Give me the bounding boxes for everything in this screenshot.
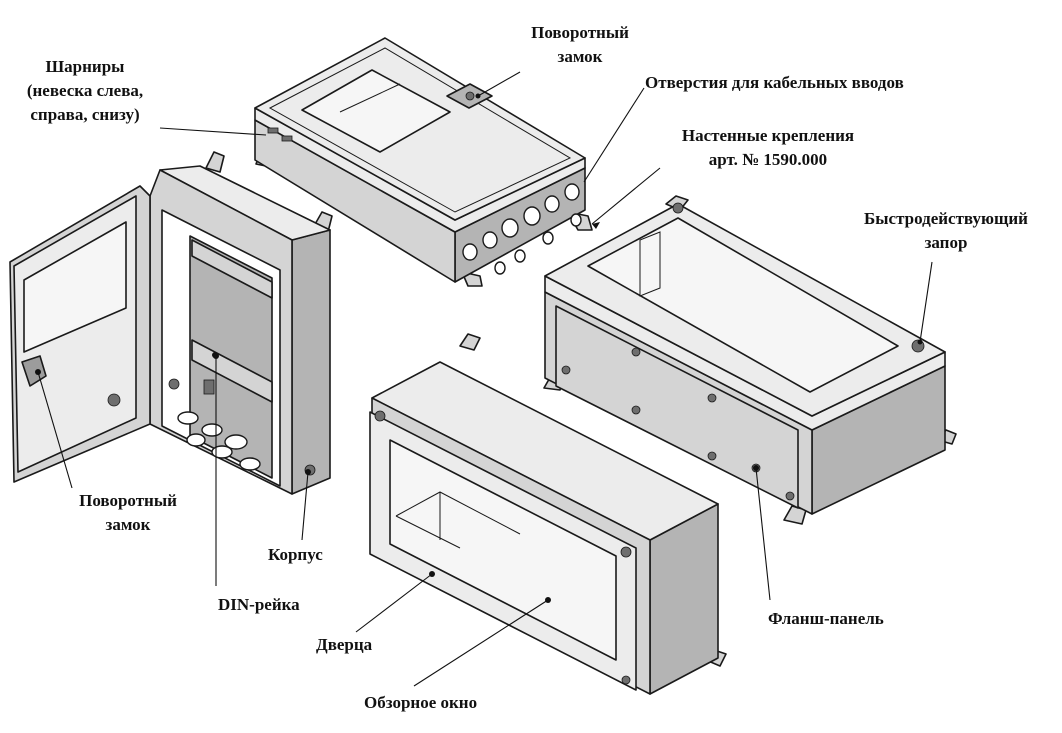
left-enclosure (9, 151, 333, 495)
mount-tab (459, 333, 481, 351)
label-quick-latch-2: запор (925, 233, 968, 252)
label-hinges-2: (невеска слева, (27, 81, 143, 100)
top-enclosure-window (301, 69, 451, 153)
label-lock-top-2: замок (558, 47, 603, 66)
right-enclosure-window (587, 217, 899, 393)
label-quick-latch-1: Быстродействующий (864, 209, 1028, 228)
label-cable-holes: Отверстия для кабельных вводов (645, 73, 904, 92)
bottom-cable-holes (177, 411, 261, 471)
hinge-icon (267, 127, 279, 134)
din-rail-lower (191, 339, 273, 403)
label-hinges-1: Шарниры (46, 57, 125, 76)
left-door-window (23, 221, 127, 353)
label-lock-top-1: Поворотный (531, 23, 629, 42)
hinge-icon (281, 135, 293, 142)
label-wall-mount-2: арт. № 1590.000 (709, 150, 827, 169)
top-enclosure (254, 37, 593, 287)
din-rail-upper (191, 239, 273, 299)
leader-dots (35, 93, 923, 603)
label-flange-panel: Фланш-панель (768, 609, 884, 628)
label-din-rail: DIN-рейка (218, 595, 300, 614)
label-door: Дверца (316, 635, 373, 654)
label-wall-mount-1: Настенные крепления (682, 126, 854, 145)
label-view-window: Обзорное окно (364, 693, 477, 712)
flange-panel (555, 305, 799, 509)
label-lock-left-1: Поворотный (79, 491, 177, 510)
label-lock-left-2: замок (106, 515, 151, 534)
right-enclosure (543, 195, 957, 525)
label-body: Корпус (268, 545, 323, 564)
bottom-enclosure (369, 333, 727, 695)
left-enclosure-side (291, 229, 331, 495)
leader-lines (37, 71, 933, 687)
mounting-plate (189, 235, 273, 479)
label-hinges-3: справа, снизу) (30, 105, 139, 124)
cable-entry-holes (462, 183, 582, 275)
mount-tab (205, 151, 225, 173)
